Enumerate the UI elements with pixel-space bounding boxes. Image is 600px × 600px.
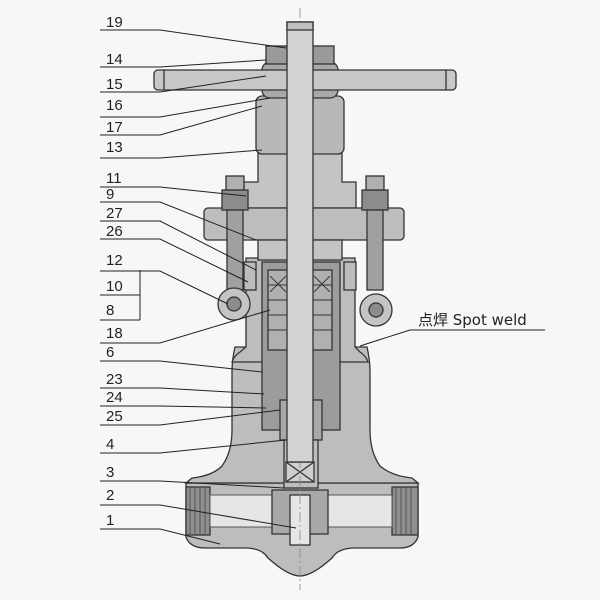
part-label-1: 1 [106,512,114,529]
eye-bolt-left [217,175,251,321]
part-label-15: 15 [106,76,123,93]
part-label-27: 27 [106,205,123,222]
part-label-25: 25 [106,408,123,425]
packing [243,261,357,351]
part-label-14: 14 [106,51,123,68]
part-label-17: 17 [106,119,123,136]
part-label-4: 4 [106,436,114,453]
eye-bolt-right [359,175,393,327]
part-label-10: 10 [106,278,123,295]
part-label-23: 23 [106,371,123,388]
part-label-19: 19 [106,14,123,31]
part-label-9: 9 [106,186,114,203]
part-label-18: 18 [106,325,123,342]
part-label-6: 6 [106,344,114,361]
stem [286,21,314,463]
part-label-13: 13 [106,139,123,156]
part-label-11: 11 [106,170,122,187]
part-label-3: 3 [106,464,114,481]
part-label-26: 26 [106,223,123,240]
spot-weld-annotation: 点焊 Spot weld [418,311,527,329]
part-label-2: 2 [106,487,114,504]
part-number-labels: 19 14 15 16 17 13 11 9 27 26 12 10 8 18 … [106,14,123,529]
leader-lines [100,29,545,545]
part-label-24: 24 [106,389,123,406]
part-label-8: 8 [106,302,114,319]
part-label-12: 12 [106,252,123,269]
part-label-16: 16 [106,97,123,114]
